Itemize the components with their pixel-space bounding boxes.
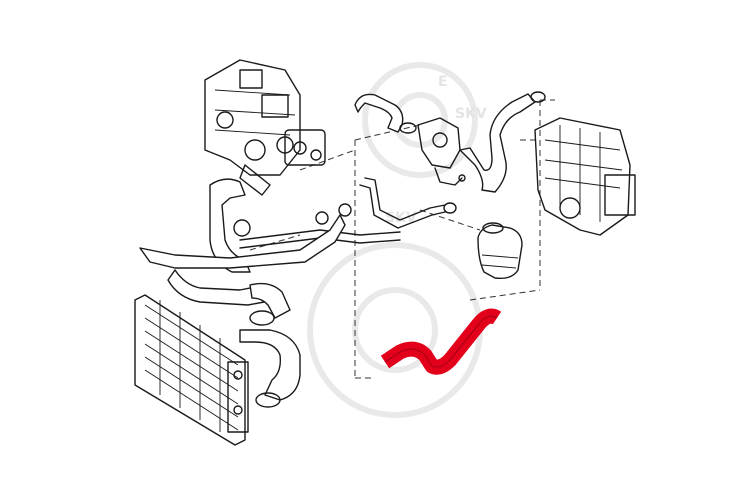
watermark-text-top: SKV — [455, 106, 487, 122]
upper-hose-right — [459, 91, 546, 193]
radiator — [134, 294, 249, 446]
coolant-reservoir — [477, 222, 523, 280]
thermostat-housing — [417, 117, 466, 186]
red-coolant-hose[interactable] — [380, 308, 502, 375]
coolant-pipe — [239, 177, 457, 249]
watermark-text-mid: SKV — [385, 210, 417, 226]
watermark-badge: E — [438, 74, 448, 90]
engine-block — [204, 59, 326, 196]
upper-hose-left — [354, 93, 417, 134]
heater-core — [534, 117, 636, 236]
lower-hose-assembly — [139, 178, 352, 408]
